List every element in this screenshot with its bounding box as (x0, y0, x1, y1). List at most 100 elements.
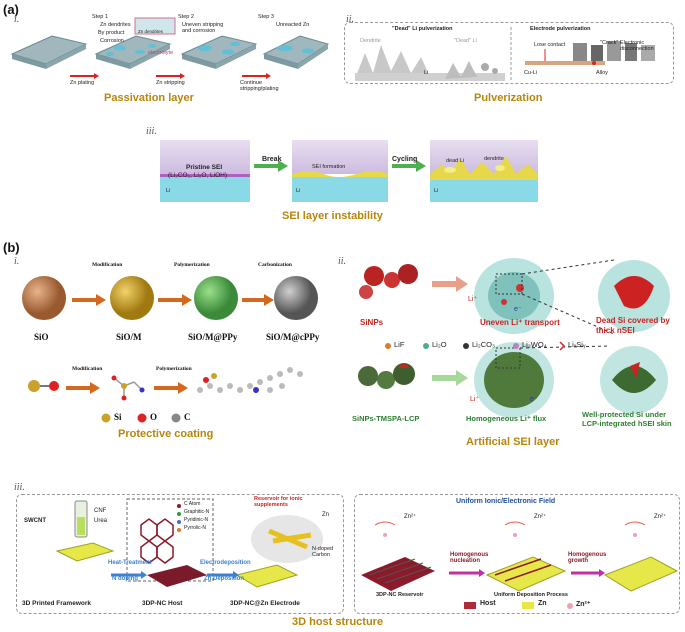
panel-a-i-roman: i. (14, 14, 20, 25)
cnf-label: CNF (94, 508, 107, 514)
legend-lixsiy: LiₓSiᵧ (568, 340, 586, 349)
panel-a-iii-roman: iii. (146, 126, 157, 137)
3d-host-title: 3D host structure (292, 616, 384, 628)
uniform-dep-label: Uniform Deposition Process (494, 592, 568, 598)
step-3-label: Step 3 (258, 14, 274, 20)
zn-stripping-label: Zn stripping (156, 80, 185, 86)
sphere-siom-ppy: SiO/M@PPy (188, 332, 238, 342)
uneven-transport-label: Uneven Li⁺ transport (480, 318, 560, 327)
pulverization-box (344, 22, 674, 84)
passivation-diagram (10, 14, 330, 86)
e-minus-label-2: e⁻ (530, 396, 538, 403)
electronic-disc-label: Electronic disconnection (620, 40, 654, 53)
legend-host: Host (480, 600, 496, 607)
tmspa-label: SiNPs-TMSPA-LCP (352, 414, 420, 423)
heat-label: Heat-Treatment (108, 560, 152, 566)
artificial-sei-diagram (344, 256, 680, 466)
swcnt-label: SWCNT (24, 518, 46, 524)
atom-graphitic: Graphitic-N (184, 509, 210, 515)
uneven-label: Uneven stripping and corrosion (182, 22, 224, 35)
host-left-box (16, 494, 344, 614)
crack-label: "Crack" (600, 40, 619, 46)
zoom-label: Zn dendrites (138, 29, 164, 34)
electrodeposition-label: Electrodeposition (200, 560, 251, 566)
sphere-siom-cppy: SiO/M@cPPy (266, 332, 320, 342)
dead-li-sei-label: dead Li (446, 158, 465, 164)
carbonization-label: Carbonization (258, 262, 292, 268)
homogeneous-flux-label: Homogeneous Li⁺ flux (466, 414, 547, 423)
sphere-siom: SiO/M (116, 332, 142, 342)
by-product-label: By product (98, 30, 125, 36)
host-label: 3DP-NC Host (142, 600, 183, 607)
continue-label: Continue stripping/plating (240, 80, 279, 93)
sinps-label: SiNPs (360, 318, 384, 327)
sphere-sio: SiO (34, 332, 49, 342)
dead-li-label: "Dead" Li (454, 38, 477, 44)
panel-b-iii-roman: iii. (14, 482, 25, 493)
passivation-title: Passivation layer (104, 92, 194, 104)
li-label-2: Li (296, 188, 301, 194)
zn2-label-2: Zn²⁺ (534, 514, 547, 520)
mol-modification-label: Modification (72, 366, 103, 372)
sei-formation-label: SEI formation (312, 164, 346, 170)
sei-composition-label: (Li₂CO₃, Li₂O, LiOH) (168, 172, 227, 179)
pristine-sei-label: Pristine SEI (186, 164, 223, 171)
atom-pyrrolic: Pyrrolic-N (184, 525, 206, 531)
n-doping-label: N doping (112, 576, 138, 582)
dendrite-label: Dendrite (360, 38, 381, 44)
li-label-3: Li (434, 188, 439, 194)
cu-li-label: Cu-Li (524, 70, 538, 76)
zn-deposition-label: Zn Deposition (204, 576, 244, 582)
ndoped-label: N-doped Carbon (312, 546, 334, 559)
cycling-label: Cycling (392, 156, 418, 163)
li-plus-label-2: Li⁺ (470, 396, 480, 403)
dead-si-label: Dead Si covered by thick nSEI (596, 316, 670, 335)
zn2-label-3: Zn²⁺ (654, 514, 667, 520)
panel-a-ii-roman: ii. (346, 14, 355, 25)
atom-legend: C Atom Graphitic-N Pyridinic-N Pyrrolic-… (176, 501, 216, 542)
legend-li2co3: Li₂CO₃ (472, 340, 496, 349)
electrode-label: 3DP-NC@Zn Electrode (230, 600, 300, 607)
well-protected-label: Well-protected Si under LCP-integrated h… (582, 410, 672, 428)
reservoir2-label: 3DP-NC Reservoir (376, 592, 424, 598)
coating-spheres (20, 270, 320, 330)
electrode-pulv-title: Electrode pulverization (530, 26, 591, 32)
step-2-label: Step 2 (178, 14, 194, 20)
panel-b-i-roman: i. (14, 256, 20, 267)
framework-label: 3D Printed Framework (22, 600, 91, 607)
sei-diagram (160, 140, 540, 202)
urea-label: Urea (94, 518, 108, 524)
reservoir-label: Reservoir for ionic supplements (254, 496, 303, 509)
alloy-label: Alloy (596, 70, 608, 76)
break-label: Break (262, 156, 282, 163)
zn2-label-1: Zn²⁺ (404, 514, 417, 520)
li-label-1: Li (166, 188, 171, 194)
mol-polymerization-label: Polymerization (156, 366, 192, 372)
host-legend: Host Zn Zn²⁺ (464, 600, 614, 612)
zn-label: Zn (322, 512, 330, 518)
corrosion-label: Corrosion (100, 38, 124, 44)
molecule-scheme (20, 360, 320, 412)
atom-c: C Atom (184, 501, 201, 507)
legend-c: C (184, 412, 191, 422)
zn-dendrites-label: Zn dendrites (100, 22, 131, 28)
panel-a-letter: (a) (3, 2, 19, 17)
legend-si: Si (114, 412, 122, 422)
artificial-sei-title: Artificial SEI layer (466, 436, 560, 448)
homo-growth-label: Homogenous growth (568, 552, 607, 564)
panel-b-letter: (b) (3, 240, 20, 255)
lose-contact-label: Lose contact (534, 42, 566, 48)
zn-plating-label: Zn plating (70, 80, 95, 86)
legend-li2o: Li₂O (432, 340, 447, 349)
host-right-box (354, 494, 680, 614)
protective-coating-title: Protective coating (118, 428, 214, 440)
pulverization-title: Pulverization (474, 92, 543, 104)
electrolyte-label: electrolyte (148, 50, 174, 56)
modification-label: Modification (92, 262, 123, 268)
homo-nucleation-label: Homogenous nucleation (450, 552, 489, 564)
element-legend: Si O C (100, 412, 220, 424)
atom-pyridinic: Pyridinic-N (184, 517, 209, 523)
dendrite-sei-label: dendrite (484, 156, 504, 162)
panel-b-ii-roman: ii. (338, 256, 347, 267)
legend-zn2: Zn²⁺ (576, 601, 591, 608)
